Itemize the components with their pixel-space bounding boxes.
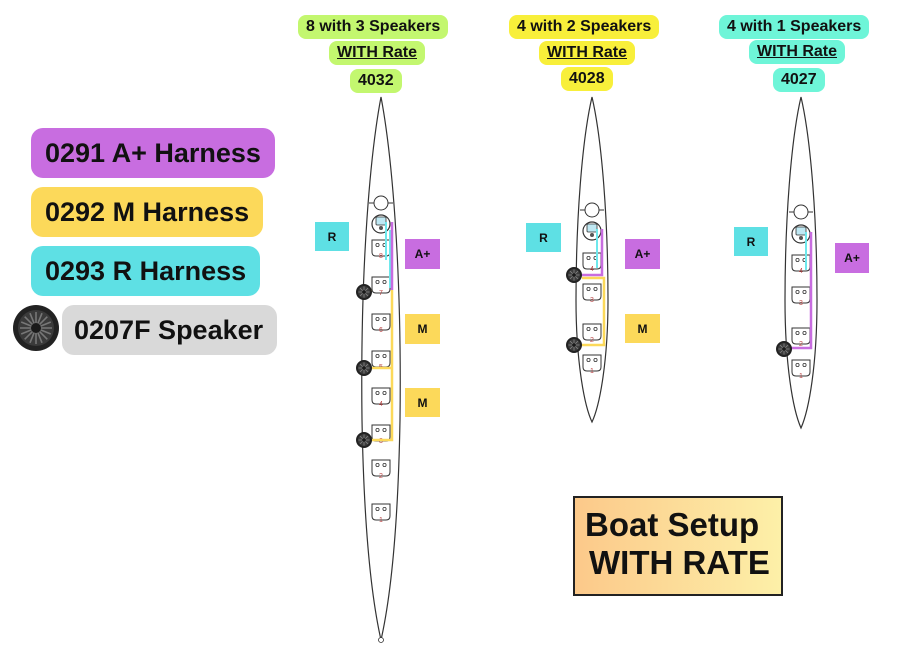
seat-number: 7 <box>379 290 383 297</box>
r-tag: R <box>315 222 349 251</box>
seat-number: 8 <box>379 253 383 260</box>
r-tag: R <box>734 227 768 256</box>
legend-m-harness: 0292 M Harness <box>31 187 264 237</box>
boat-1-title: 8 with 3 Speakers <box>298 15 449 39</box>
seat-number: 3 <box>379 438 383 445</box>
seat-number: 1 <box>379 517 383 524</box>
speaker-icon <box>13 305 59 351</box>
r-harness-wire <box>385 222 391 288</box>
diagram-title-line-1: Boat Setup <box>585 506 760 543</box>
m-tag: M <box>405 388 440 417</box>
boat-3-code: 4027 <box>773 68 825 92</box>
seat-number: 4 <box>379 401 383 408</box>
m-tag: M <box>405 314 440 344</box>
speaker-icon <box>355 431 373 449</box>
legend-speaker: 0207F Speaker <box>62 305 278 355</box>
speaker-icon <box>565 336 583 354</box>
m-tag: M <box>625 314 660 343</box>
boat-3-subtitle: WITH Rate <box>749 40 845 64</box>
seat-number: 6 <box>379 327 383 334</box>
speaker-icon <box>355 359 373 377</box>
seat-number: 2 <box>590 337 594 344</box>
boat-3-rate-monitor <box>791 224 811 244</box>
boat-1-code: 4032 <box>350 69 402 93</box>
seat-number: 3 <box>799 300 803 307</box>
seat-number: 3 <box>590 297 594 304</box>
diagram-title-line-2: WITH RATE <box>589 544 770 581</box>
speaker-icon <box>565 266 583 284</box>
seat-number: 4 <box>590 266 594 273</box>
boat-2-title: 4 with 2 Speakers <box>509 15 660 39</box>
legend-a-plus-harness: 0291 A+ Harness <box>31 128 275 178</box>
seat-number: 1 <box>590 368 594 375</box>
legend-r-harness: 0293 R Harness <box>31 246 261 296</box>
seat-number: 2 <box>379 473 383 480</box>
boat-3-title: 4 with 1 Speakers <box>719 15 870 39</box>
a-plus-harness-wire <box>582 229 604 277</box>
seat-number: 2 <box>799 341 803 348</box>
seat-number: 1 <box>799 373 803 380</box>
boat-2-rate-monitor <box>582 221 602 241</box>
a-plus-harness-wire <box>786 232 813 350</box>
diagram-title: Boat Setup WITH RATE <box>573 496 783 596</box>
boat-1-subtitle: WITH Rate <box>329 41 425 65</box>
a-plus-tag: A+ <box>625 239 660 269</box>
boat-2-subtitle: WITH Rate <box>539 41 635 65</box>
m-harness-wire <box>574 276 606 347</box>
a-plus-tag: A+ <box>405 239 440 269</box>
boat-1-rate-monitor <box>371 214 391 234</box>
r-tag: R <box>526 223 561 252</box>
boat-2-code: 4028 <box>561 67 613 91</box>
seat-number: 4 <box>799 268 803 275</box>
speaker-icon <box>355 283 373 301</box>
speaker-icon <box>775 340 793 358</box>
a-plus-tag: A+ <box>835 243 869 273</box>
